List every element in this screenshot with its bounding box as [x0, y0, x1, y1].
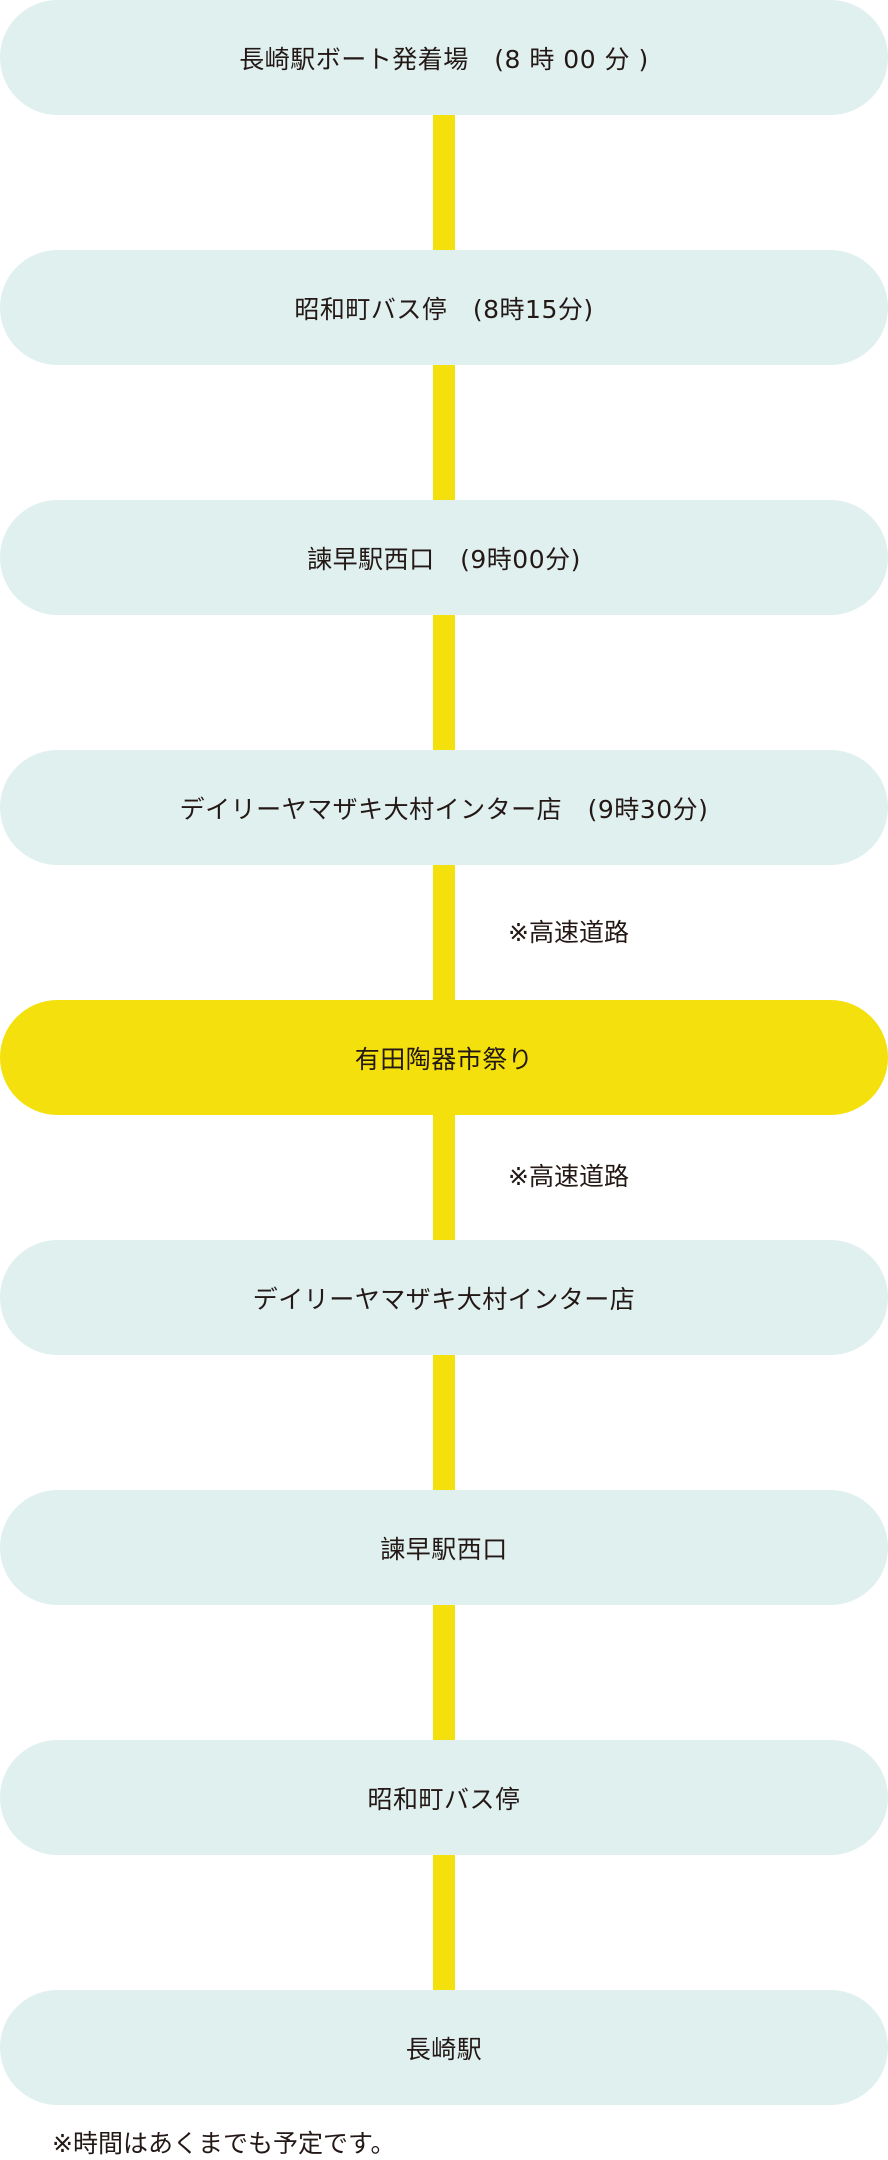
schedule-footnote: ※時間はあくまでも予定です。 [52, 2129, 396, 2158]
route-connector [433, 865, 455, 1000]
stop-isahaya-west-exit: 諫早駅西口 (9時00分) [0, 500, 888, 615]
stop-nagasaki-station: 長崎駅 [0, 1990, 888, 2105]
route-connector [433, 115, 455, 250]
stop-nagasaki-boat-terminal: 長崎駅ボート発着場 (8 時 00 分 ) [0, 0, 888, 115]
expressway-note: ※高速道路 [508, 1162, 629, 1191]
stop-arita-pottery-fair: 有田陶器市祭り [0, 1000, 888, 1115]
expressway-note: ※高速道路 [508, 918, 629, 947]
stop-showamachi-bus-stop-return: 昭和町バス停 [0, 1740, 888, 1855]
route-connector [433, 1855, 455, 1990]
stop-isahaya-west-exit-return: 諫早駅西口 [0, 1490, 888, 1605]
route-connector [433, 1355, 455, 1490]
stop-showamachi-bus-stop: 昭和町バス停 (8時15分) [0, 250, 888, 365]
route-connector [433, 1115, 455, 1240]
stop-daily-yamazaki-omura-return: デイリーヤマザキ大村インター店 [0, 1240, 888, 1355]
route-connector [433, 365, 455, 500]
stop-daily-yamazaki-omura: デイリーヤマザキ大村インター店 (9時30分) [0, 750, 888, 865]
route-connector [433, 615, 455, 750]
route-connector [433, 1605, 455, 1740]
